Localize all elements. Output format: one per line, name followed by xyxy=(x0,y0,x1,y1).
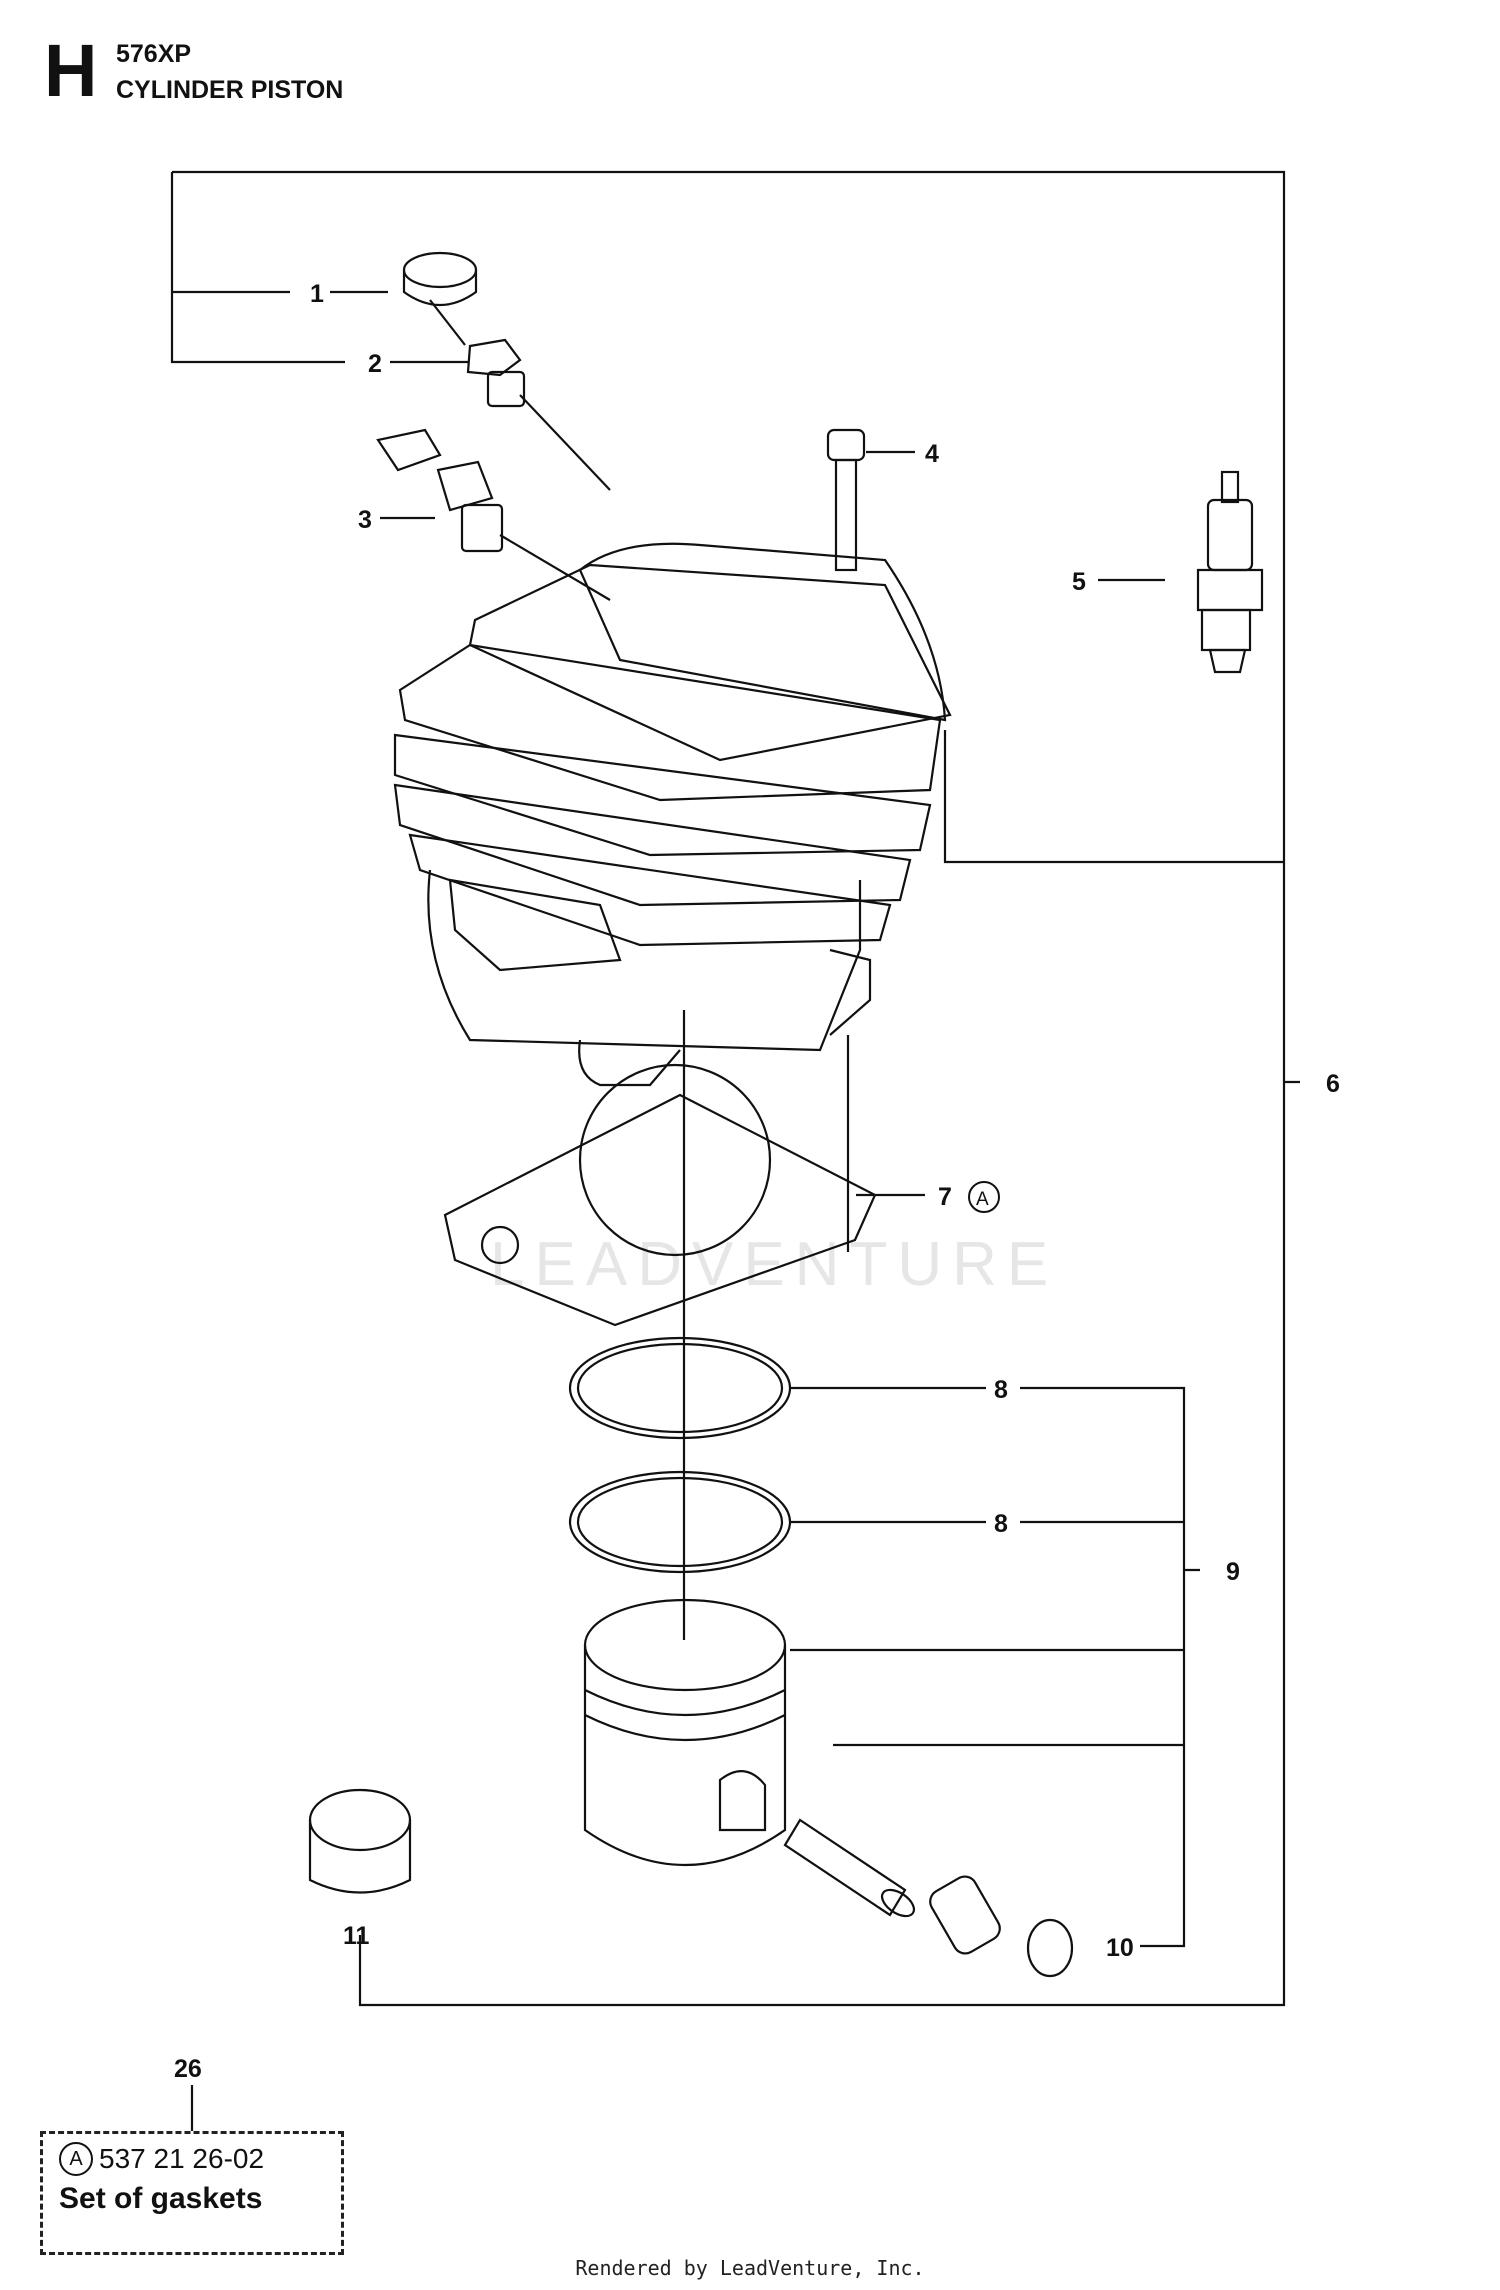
callout-3: 3 xyxy=(358,506,372,534)
part-piston xyxy=(583,1598,787,1867)
callout-5: 5 xyxy=(1072,568,1086,596)
part-needle-bearing-10 xyxy=(929,1875,1074,1978)
callout-11: 11 xyxy=(343,1922,370,1950)
kit-description: Set of gaskets xyxy=(59,2182,263,2215)
kit-ref-letter: A xyxy=(59,2142,93,2176)
part-piston-ring-2 xyxy=(568,1470,792,1574)
part-piston-pin xyxy=(783,1818,916,1918)
callout-8b: 8 xyxy=(994,1510,1008,1538)
part-cylinder-gasket xyxy=(443,1093,877,1327)
part-screw xyxy=(826,428,866,572)
leader-6 xyxy=(943,730,1300,1084)
part-piston-ring-1 xyxy=(568,1336,792,1440)
part-valve xyxy=(376,428,611,601)
callout-2: 2 xyxy=(368,350,382,378)
callout-8a: 8 xyxy=(994,1376,1008,1404)
ref-circle-7 xyxy=(968,1181,1000,1213)
kit-box: A 537 21 26-02 Set of gaskets xyxy=(40,2131,344,2255)
kit-callout-number: 26 xyxy=(174,2055,202,2083)
part-cylinder xyxy=(393,542,952,1087)
bracket-1-2 xyxy=(170,172,345,364)
model-number: 576XP xyxy=(116,40,192,68)
callout-9: 9 xyxy=(1226,1558,1240,1586)
callout-7: 7 xyxy=(938,1183,952,1211)
part-plug xyxy=(402,251,478,346)
part-decompression-valve xyxy=(466,338,611,491)
leader-7 xyxy=(846,1035,925,1252)
bracket-6 xyxy=(172,170,1286,2007)
footer-credit: Rendered by LeadVenture, Inc. xyxy=(575,2256,925,2280)
callout-4: 4 xyxy=(925,440,939,468)
callout-10: 10 xyxy=(1106,1934,1134,1962)
part-needle-bearing-11 xyxy=(308,1788,412,1894)
kit-ref-row: A 537 21 26-02 xyxy=(59,2142,341,2176)
callout-1: 1 xyxy=(310,280,324,308)
kit-part-number: 537 21 26-02 xyxy=(99,2143,265,2174)
bracket-9 xyxy=(790,1386,1200,1948)
ref-letter-7: A xyxy=(976,1189,989,1210)
page-title: CYLINDER PISTON xyxy=(116,76,344,104)
watermark: LEADVENTURE xyxy=(490,1230,1058,1299)
section-letter: H xyxy=(44,29,98,112)
part-spark-plug xyxy=(1196,470,1264,674)
callout-6: 6 xyxy=(1326,1070,1340,1098)
